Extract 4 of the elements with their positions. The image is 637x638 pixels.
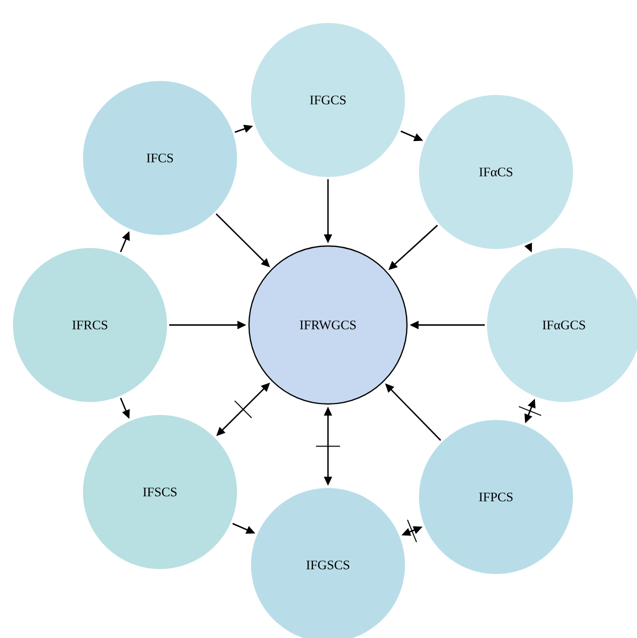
circle-node: IFPCS [419,420,573,574]
circle-node: IFRCS [13,248,167,402]
circle-node: IFSCS [83,415,237,569]
circle-node: IFCS [83,81,237,235]
